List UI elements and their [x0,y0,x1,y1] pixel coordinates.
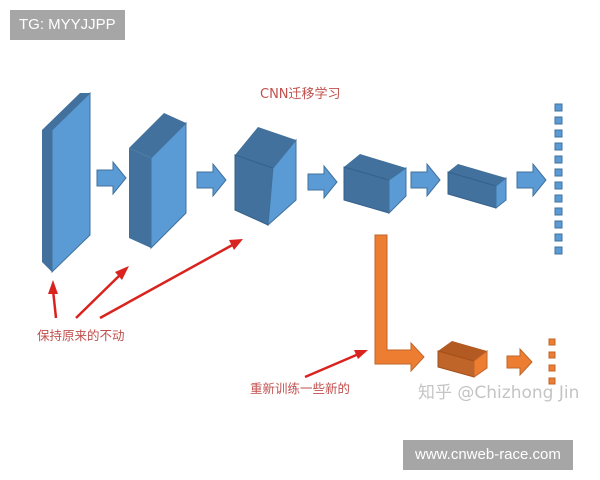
retrain-layers-label: 重新训练一些新的 [250,381,351,396]
new-flow-arrow [506,347,533,377]
retrain-pointer-arrow [304,350,368,379]
zhihu-watermark: 知乎 @Chizhong Jin [418,383,580,403]
flow-arrow-1 [96,160,127,196]
watermark-badge-bottom: www.cnweb-race.com [403,440,573,470]
frozen-layers-label: 保持原来的不动 [37,328,125,343]
frozen-pointer-arrows [48,239,243,320]
flow-arrow-2 [196,162,227,198]
output-nodes [554,103,563,255]
conv-layer-4 [343,154,407,215]
flow-arrow-3 [307,164,338,200]
fc-layer-5 [447,164,507,210]
conv-layer-3 [234,127,297,227]
branch-arrow [374,234,425,373]
flow-arrow-4 [410,162,441,198]
watermark-badge-top: TG: MYYJJPP [10,10,125,40]
conv-layer-1 [42,91,91,274]
conv-layer-2 [129,113,187,250]
flow-arrow-5 [516,162,547,198]
new-fc-layer [437,341,488,378]
diagram-title: CNN迁移学习 [260,87,341,102]
new-output-nodes [548,338,556,385]
